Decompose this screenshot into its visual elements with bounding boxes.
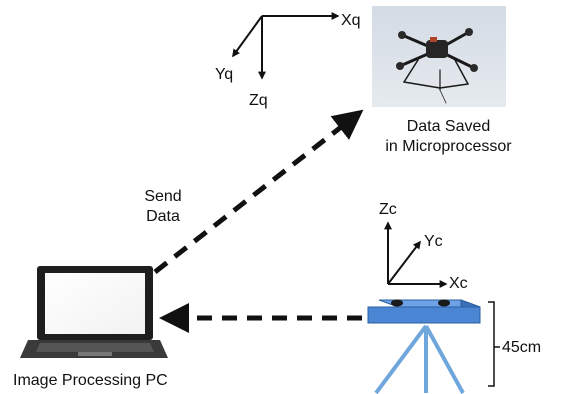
drone-photo: [372, 6, 506, 107]
camera-icon: [367, 299, 481, 394]
camera-x-label: Xc: [449, 275, 468, 292]
height-bracket: [488, 301, 500, 387]
send-data-line1: Send: [144, 188, 182, 205]
drone-y-axis: [232, 15, 263, 58]
pc-label: Image Processing PC: [13, 372, 168, 389]
camera-z-label: Zc: [379, 201, 397, 218]
camera-y-label: Yc: [424, 233, 443, 250]
drone-caption: Data Saved in Microprocessor: [366, 117, 531, 157]
drone-y-label: Yq: [215, 66, 234, 83]
drone-caption-line2: in Microprocessor: [385, 138, 512, 155]
send-data-line2: Data: [146, 208, 180, 225]
drone-x-label: Xq: [341, 12, 361, 29]
laptop-icon: [20, 266, 168, 358]
drone-axes: [232, 12, 340, 80]
camera-y-axis: [387, 240, 421, 285]
drone-z-label: Zq: [249, 92, 268, 109]
send-data-arrow: [153, 109, 364, 274]
drone-caption-line1: Data Saved: [406, 118, 491, 135]
camera-axes: [384, 221, 448, 288]
camera-height-label: 45cm: [502, 339, 542, 356]
send-data-label: Send Data: [128, 187, 198, 227]
